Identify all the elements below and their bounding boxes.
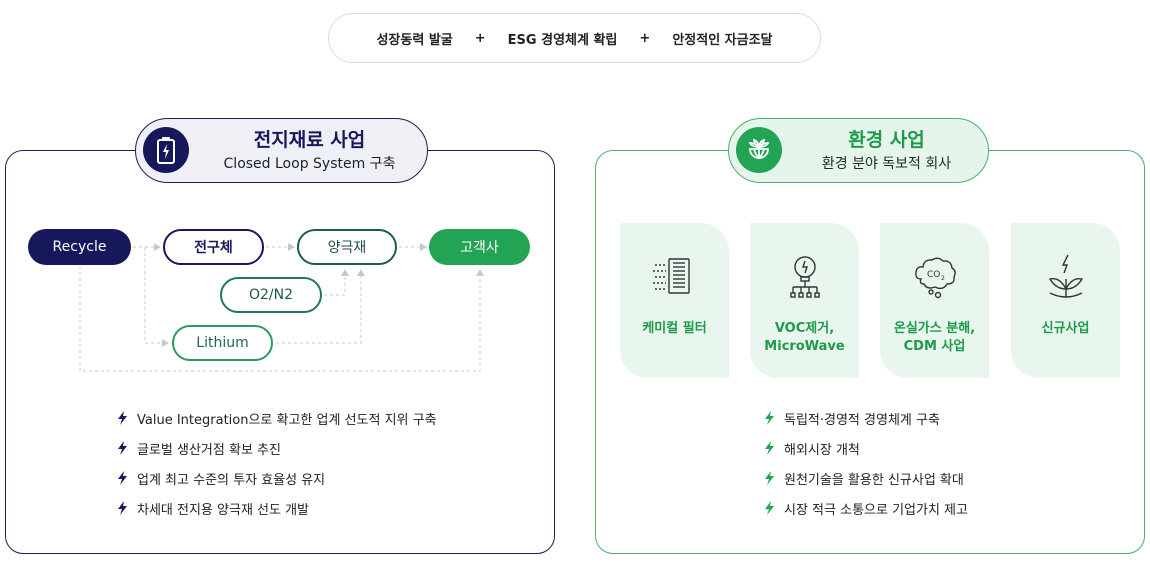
bolt-icon	[118, 441, 127, 455]
card-label: VOC제거, MicroWave	[764, 321, 845, 354]
bolt-icon	[765, 471, 774, 485]
bolt-icon	[765, 441, 774, 455]
svg-text:2: 2	[941, 275, 945, 282]
environment-bullet-text: 시장 적극 소통으로 기업가치 제고	[784, 502, 968, 518]
battery-bullet-text: 차세대 전지용 양극재 선도 개발	[137, 502, 310, 518]
battery-title: 전지재료 사업	[253, 129, 366, 151]
battery-icon	[143, 127, 189, 173]
bolt-icon	[118, 411, 127, 425]
battery-bullet-text: 글로벌 생산거점 확보 추진	[137, 442, 281, 458]
battery-subtitle: Closed Loop System 구축	[223, 156, 396, 172]
card-label: 신규사업	[1041, 321, 1090, 336]
list-item: 독립적·경영적 경영체계 구축	[764, 403, 968, 433]
card-greenhouse-gas: CO 2 온실가스 분해, CDM 사업	[880, 223, 989, 378]
plus-separator-1: +	[474, 30, 486, 46]
bolt-icon	[118, 501, 127, 515]
list-item: 원천기술을 활용한 신규사업 확대	[764, 463, 968, 493]
goal-growth: 성장동력 발굴	[376, 32, 453, 48]
battery-bullets: Value Integration으로 확고한 업계 선도적 지위 구축 글로벌…	[117, 403, 437, 523]
card-label: 케미컬 필터	[642, 321, 707, 336]
node-customer: 고객사	[429, 229, 530, 265]
bolt-icon	[765, 501, 774, 515]
co2-cloud-icon: CO 2	[914, 257, 956, 299]
list-item: 업계 최고 수준의 투자 효율성 유지	[117, 463, 437, 493]
goal-esg: ESG 경영체계 확립	[507, 32, 618, 48]
battery-bullet-text: Value Integration으로 확고한 업계 선도적 지위 구축	[137, 412, 437, 428]
list-item: 글로벌 생산거점 확보 추진	[117, 433, 437, 463]
environment-bullet-text: 해외시장 개척	[784, 442, 860, 458]
battery-header: 전지재료 사업 Closed Loop System 구축	[135, 118, 428, 183]
card-new-business: 신규사업	[1011, 223, 1120, 378]
globe-leaf-icon	[736, 127, 782, 173]
list-item: Value Integration으로 확고한 업계 선도적 지위 구축	[117, 403, 437, 433]
bulb-circuit-icon	[789, 256, 820, 298]
card-chemical-filter: 케미컬 필터	[620, 223, 729, 378]
goals-pill: 성장동력 발굴 + ESG 경영체계 확립 + 안정적인 자금조달	[328, 13, 821, 63]
node-o2n2: O2/N2	[220, 277, 322, 313]
node-cathode: 양극재	[297, 229, 397, 265]
battery-bullet-text: 업계 최고 수준의 투자 효율성 유지	[137, 472, 326, 488]
list-item: 해외시장 개척	[764, 433, 968, 463]
node-recycle: Recycle	[28, 229, 131, 265]
environment-title: 환경 사업	[848, 129, 925, 151]
goal-funding: 안정적인 자금조달	[672, 32, 773, 48]
node-lithium: Lithium	[172, 325, 273, 361]
list-item: 차세대 전지용 양극재 선도 개발	[117, 493, 437, 523]
card-voc-removal: VOC제거, MicroWave	[750, 223, 859, 378]
bolt-icon	[765, 411, 774, 425]
environment-bullet-text: 독립적·경영적 경영체계 구축	[784, 412, 940, 428]
node-precursor: 전구체	[163, 229, 264, 265]
list-item: 시장 적극 소통으로 기업가치 제고	[764, 493, 968, 523]
filter-icon	[652, 258, 690, 294]
environment-header: 환경 사업 환경 분야 독보적 회사	[728, 118, 989, 183]
environment-subtitle: 환경 분야 독보적 회사	[821, 156, 952, 172]
sprout-icon	[1048, 254, 1083, 298]
bolt-icon	[118, 471, 127, 485]
environment-bullet-text: 원천기술을 활용한 신규사업 확대	[784, 472, 964, 488]
svg-text:CO: CO	[927, 270, 940, 280]
environment-bullets: 독립적·경영적 경영체계 구축 해외시장 개척 원천기술을 활용한 신규사업 확…	[764, 403, 968, 523]
card-label: 온실가스 분해, CDM 사업	[893, 321, 976, 354]
plus-separator-2: +	[639, 30, 651, 46]
